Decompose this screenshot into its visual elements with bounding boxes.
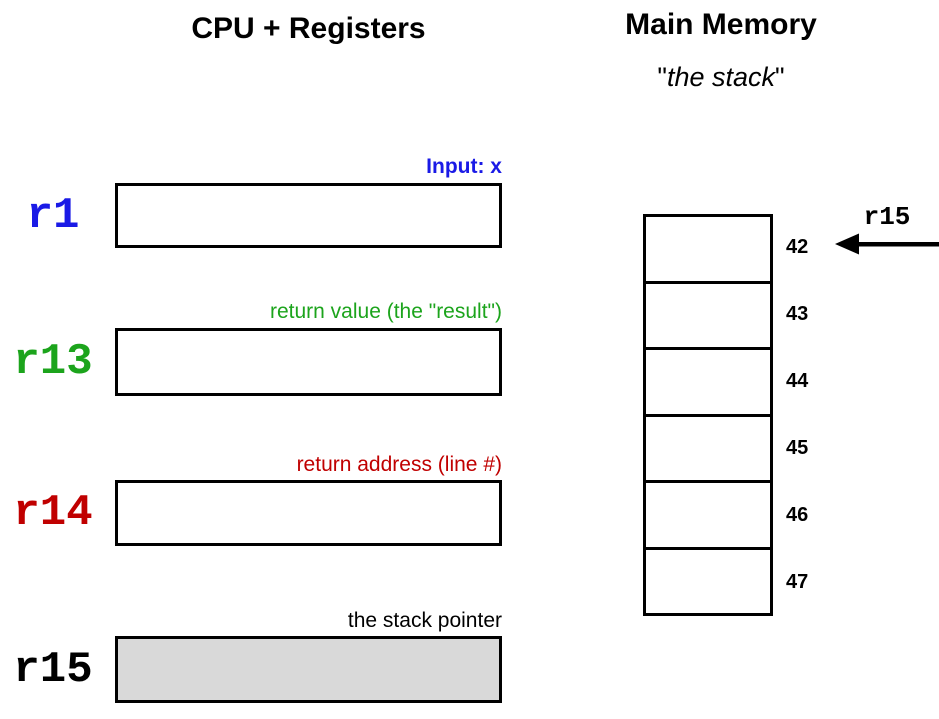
subtitle-text: the stack: [666, 62, 776, 92]
memory-panel-title: Main Memory: [625, 8, 817, 41]
memory-cell-42: [646, 217, 770, 281]
register-r1-name: r1: [26, 191, 80, 241]
memory-cell-45: [646, 413, 770, 481]
register-r13-box: [115, 328, 502, 396]
memory-cell-46: [646, 480, 770, 547]
register-r14-name: r14: [13, 488, 93, 538]
register-r15-box: [115, 636, 502, 703]
register-r15-name: r15: [13, 645, 93, 695]
stack-pointer-arrow-icon: [835, 233, 939, 255]
register-r1-box: [115, 183, 502, 248]
memory-cell-47: [646, 546, 770, 614]
subtitle-close-quote: ": [775, 62, 785, 92]
cpu-panel-title: CPU + Registers: [191, 12, 426, 45]
register-r13-name: r13: [13, 337, 93, 387]
address-label-46: 46: [786, 504, 809, 526]
subtitle-open-quote: ": [657, 62, 667, 92]
memory-panel-subtitle: "the stack": [571, 62, 871, 93]
address-label-44: 44: [786, 370, 809, 392]
memory-cell-44: [646, 347, 770, 414]
register-r13-caption: return value (the "result"): [269, 300, 502, 323]
memory-cell-43: [646, 280, 770, 348]
register-r14-box: [115, 480, 502, 546]
register-r1-caption: Input: x: [426, 155, 502, 178]
address-label-47: 47: [786, 571, 809, 593]
register-r14-caption: return address (line #): [296, 453, 502, 476]
register-r15-caption: the stack pointer: [347, 609, 502, 632]
stack-pointer-label: r15: [863, 202, 911, 232]
memory-stack: [643, 214, 773, 616]
address-label-42: 42: [786, 236, 809, 258]
address-label-43: 43: [786, 303, 809, 325]
address-label-45: 45: [786, 437, 809, 459]
address-column: 42 43 44 45 46 47: [782, 214, 826, 616]
